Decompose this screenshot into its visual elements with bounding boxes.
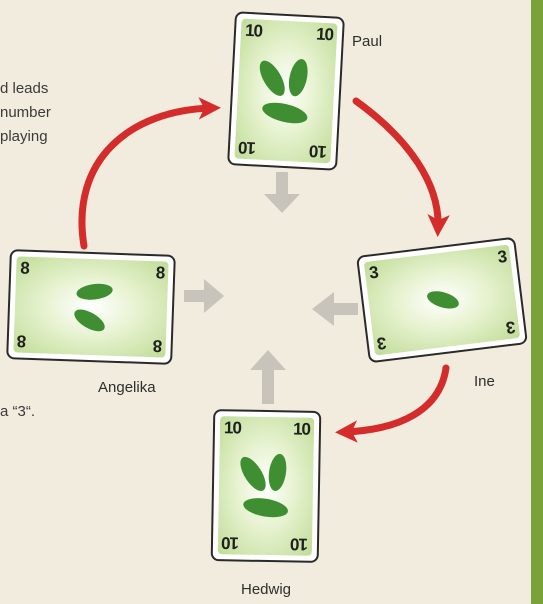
player-name-ine: Ine <box>474 374 495 389</box>
card-face: 10 10 10 10 <box>234 19 337 164</box>
card-face: 8 8 8 8 <box>13 256 168 357</box>
turn-arrow-paul-to-ine <box>356 101 438 228</box>
turn-arrow-ine-to-hedwig <box>344 368 446 432</box>
turn-arrow-angelika-to-paul <box>82 108 212 246</box>
play-arrow-angelika <box>184 279 224 313</box>
pickle-icon <box>218 416 314 556</box>
card-face: 10 10 10 10 <box>218 416 314 556</box>
card-hedwig: 10 10 10 10 <box>211 409 322 563</box>
pickle-icon <box>364 244 520 355</box>
card-face: 3 3 3 3 <box>364 244 520 355</box>
player-name-hedwig: Hedwig <box>241 582 291 597</box>
pickle-icon <box>234 19 337 164</box>
pickle-icon <box>13 256 168 357</box>
play-arrow-paul <box>264 172 300 213</box>
card-ine: 3 3 3 3 <box>356 237 528 364</box>
card-angelika: 8 8 8 8 <box>6 249 176 365</box>
player-name-angelika: Angelika <box>98 380 156 395</box>
card-paul: 10 10 10 10 <box>227 11 345 171</box>
play-arrow-ine <box>312 292 358 326</box>
player-name-paul: Paul <box>352 34 382 49</box>
play-arrow-hedwig <box>250 350 286 404</box>
